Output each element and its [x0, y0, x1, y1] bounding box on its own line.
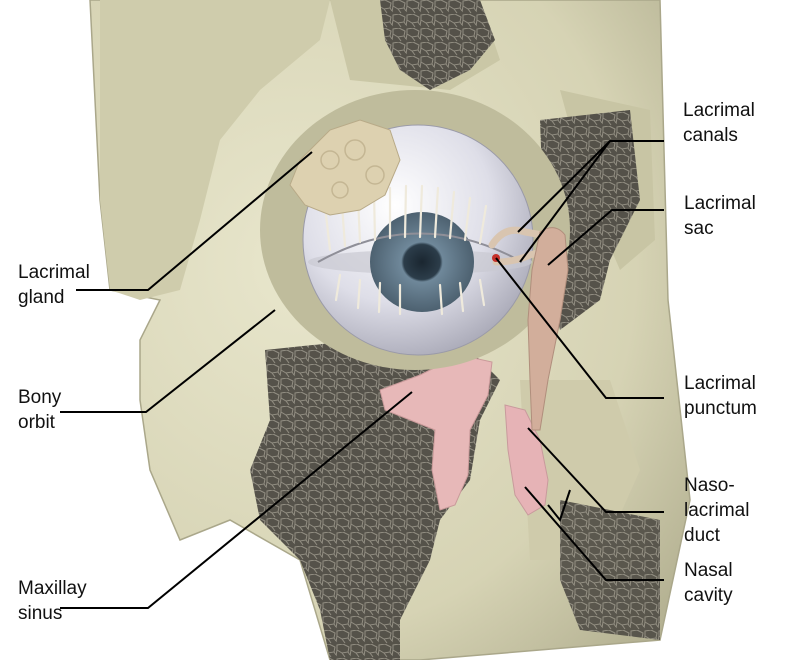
label-lacrimal-canals: Lacrimal canals [683, 100, 755, 146]
label-lacrimal-gland: Lacrimal gland [18, 262, 90, 308]
leader-lacrimal-sac [547, 209, 664, 266]
nasal-cavity-bracket [547, 489, 571, 523]
lacrimal-gland [289, 119, 401, 216]
label-nasal-cavity: Nasal cavity [684, 560, 733, 606]
leader-lines [60, 140, 664, 609]
label-lacrimal-sac: Lacrimal sac [684, 193, 756, 239]
label-bony-orbit: Bony orbit [18, 387, 62, 433]
leader-lacrimal-punctum [495, 257, 664, 399]
leader-nasolacrimal-duct [527, 427, 664, 513]
leader-lacrimal-canals-2 [519, 140, 611, 263]
leader-lacrimal-gland [76, 151, 313, 291]
leader-bony-orbit [60, 309, 276, 413]
leader-maxillary-sinus [60, 391, 413, 609]
label-maxillary-sinus: Maxillay sinus [18, 578, 87, 624]
label-nasolacrimal-duct: Naso- lacrimal duct [684, 475, 750, 546]
nasal-cavity-tissue [504, 404, 549, 516]
label-lacrimal-punctum: Lacrimal punctum [684, 373, 757, 419]
leader-nasal-cavity [524, 486, 664, 581]
